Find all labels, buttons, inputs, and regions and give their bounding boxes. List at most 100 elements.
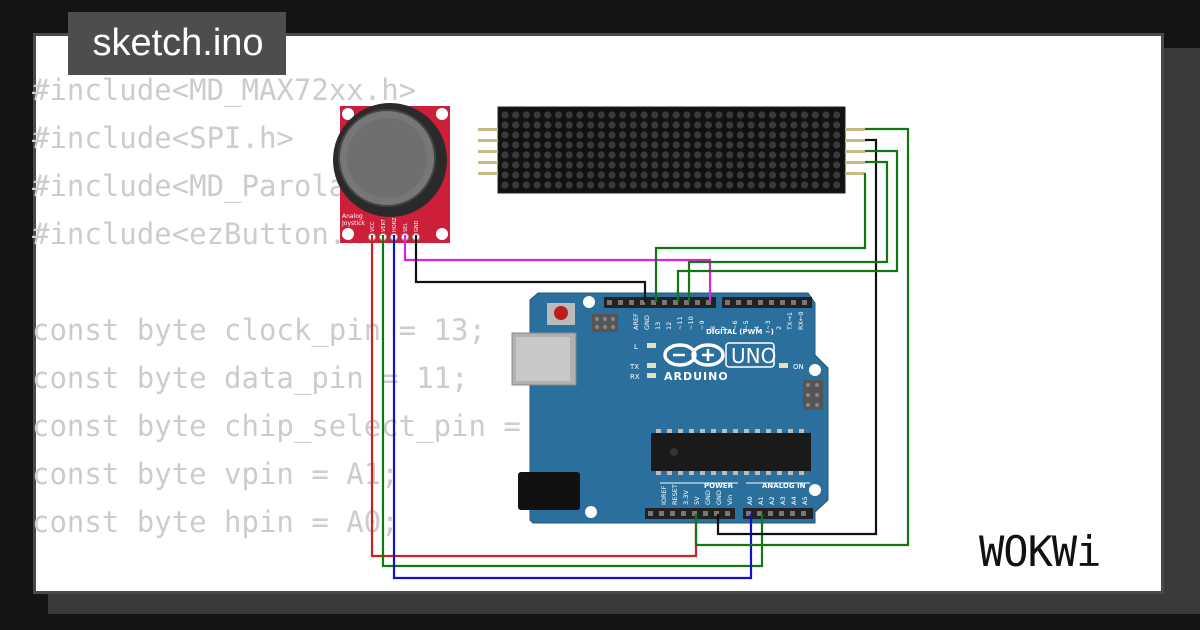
pin-label: A1 — [757, 496, 765, 505]
led-rx — [647, 373, 656, 378]
digital-header-right[interactable] — [722, 297, 812, 308]
led-rx-label: RX — [630, 373, 640, 381]
joystick-mount-hole-4 — [436, 228, 448, 240]
mount-hole-3 — [809, 484, 821, 496]
pin-label: IOREF — [660, 485, 668, 505]
code-line: const byte hpin = A0; — [32, 505, 399, 539]
led-l-label: L — [634, 343, 638, 351]
power-label: POWER — [704, 482, 734, 490]
digital-header-left[interactable] — [604, 297, 716, 308]
code-line: #include<ezButton.h> — [32, 217, 382, 251]
led-matrix-module[interactable] — [478, 106, 865, 194]
pin-label: 4 — [753, 326, 761, 330]
wire-matrix-cs-green[interactable] — [687, 160, 889, 302]
led-tx — [647, 363, 656, 368]
icsp-header-right — [803, 380, 823, 410]
joystick-knob-top — [347, 118, 427, 198]
joystick-pin-label: GND — [414, 220, 420, 232]
joystick-label-line1: Analog — [342, 213, 363, 220]
mount-hole-1 — [583, 296, 595, 308]
pin-label: 12 — [665, 322, 673, 330]
wire-matrix-vcc-green[interactable] — [694, 127, 910, 547]
mount-hole-2 — [809, 364, 821, 376]
digital-label: DIGITAL (PWM ~) — [706, 328, 774, 336]
header-holes — [607, 300, 807, 516]
usb-connector-inner — [516, 337, 570, 381]
arduino-logo-text: ARDUINO — [664, 370, 729, 383]
joystick-pin-label: SEL — [403, 223, 409, 232]
pin-label: AREF — [632, 313, 640, 330]
pin-label: ~11 — [676, 316, 684, 330]
wire-vert-green[interactable] — [381, 235, 764, 568]
pin-label: RESET — [671, 484, 679, 505]
joystick-pin-label: VCC — [370, 221, 376, 232]
led-matrix-dots — [501, 111, 841, 189]
pin-label: ~5 — [742, 320, 750, 330]
chip-notch — [670, 448, 678, 456]
power-header[interactable] — [645, 508, 735, 519]
pin-label: A4 — [790, 496, 798, 505]
pin-label: ~3 — [764, 320, 772, 330]
led-on — [779, 363, 788, 368]
pin-label: 7 — [720, 326, 728, 330]
pin-label: 13 — [654, 322, 662, 330]
pin-label: A3 — [779, 496, 787, 505]
joystick-mount-hole-3 — [342, 228, 354, 240]
pin-label: GND — [643, 315, 651, 330]
pin-label: 5V — [693, 496, 701, 505]
analog-label: ANALOG IN — [762, 482, 806, 490]
joystick-pin-label: VERT — [381, 218, 387, 232]
pin-label: ~10 — [687, 316, 695, 330]
power-jack — [518, 472, 580, 510]
led-matrix-pins-left — [478, 128, 498, 175]
pin-label: TX→1 — [786, 312, 794, 331]
reset-button[interactable] — [554, 306, 568, 320]
code-preview: #include<MD_MAX72xx.h> #include<SPI.h> #in… — [32, 66, 591, 546]
icsp-header-top — [592, 314, 618, 332]
wire-matrix-din-green[interactable] — [676, 149, 899, 302]
pin-label: A5 — [801, 496, 809, 505]
mount-hole-4 — [585, 506, 597, 518]
joystick-label-line2: Joystick — [341, 220, 365, 227]
wire-matrix-gnd-black[interactable] — [716, 138, 878, 536]
pin-label: ~6 — [731, 320, 739, 330]
wokwi-logo: WOKWi — [979, 527, 1101, 576]
pin-label: 8 — [709, 326, 717, 330]
code-line: #include<MD_MAX72xx.h> — [32, 73, 417, 107]
led-on-label: ON — [793, 363, 804, 371]
pin-label: 2 — [775, 326, 783, 330]
pin-label: A0 — [746, 496, 754, 505]
code-line: const byte clock_pin = 13; — [32, 313, 486, 347]
atmega-chip-pins — [656, 429, 804, 475]
pin-label: RX←0 — [797, 311, 805, 330]
pin-label: Vin — [726, 495, 734, 505]
uno-label: UNO — [731, 344, 776, 368]
uno-label-box — [725, 342, 775, 368]
code-line: const byte data_pin = 11; — [32, 361, 469, 395]
led-matrix-body — [497, 106, 846, 194]
pin-label: A2 — [768, 496, 776, 505]
wire-sel-magenta[interactable] — [403, 235, 712, 302]
analog-header[interactable] — [743, 508, 813, 519]
wire-gnd-black[interactable] — [414, 235, 647, 302]
pin-label: GND — [704, 490, 712, 505]
wokwi-logo-text: WOKWi — [979, 527, 1100, 576]
joystick-mount-hole-1 — [342, 108, 354, 120]
led-l — [647, 343, 656, 348]
arduino-infinity-logo-icon — [663, 343, 725, 367]
code-line: #include<SPI.h> — [32, 121, 294, 155]
pin-label: 3.3V — [682, 490, 690, 505]
pin-label: ~9 — [698, 320, 706, 330]
wire-matrix-clk-green[interactable] — [654, 173, 867, 302]
joystick-mount-hole-2 — [436, 108, 448, 120]
pin-label: GND — [715, 490, 723, 505]
led-tx-label: TX — [629, 363, 639, 371]
sketch-filename: sketch.ino — [68, 12, 286, 75]
